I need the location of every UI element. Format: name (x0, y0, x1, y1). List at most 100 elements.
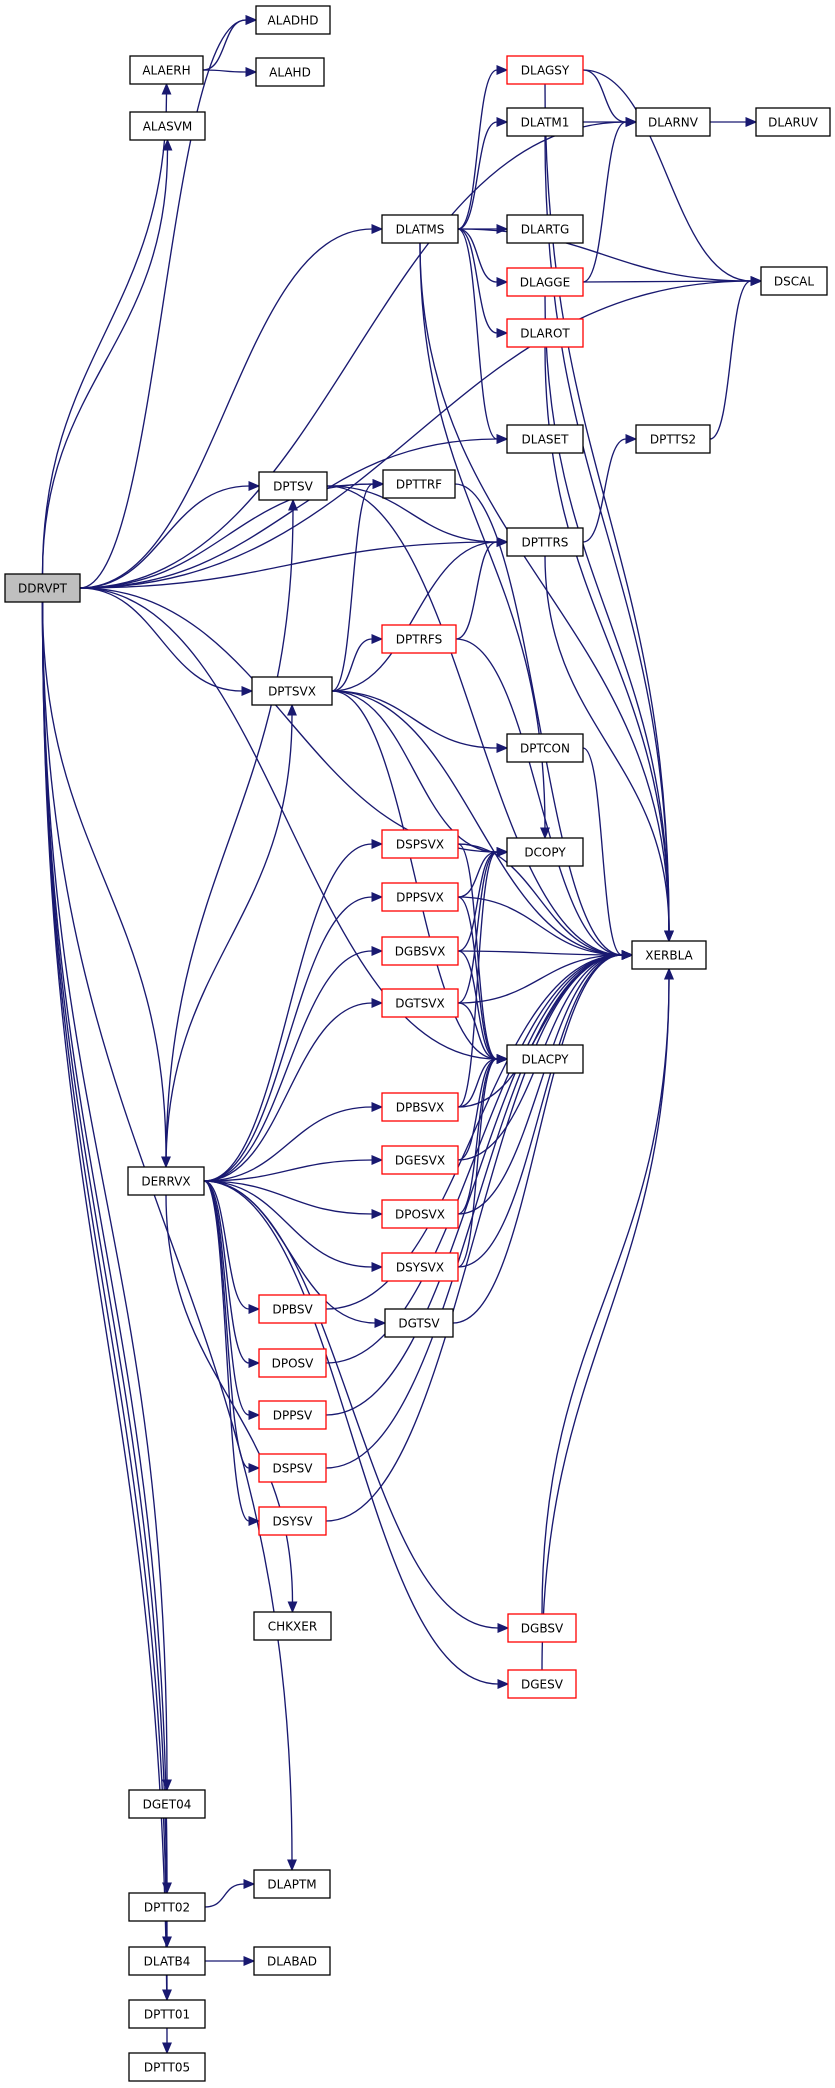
edge-line (331, 541, 498, 692)
node-dget04[interactable]: DGET04 (128, 1789, 206, 1819)
node-dgesv[interactable]: DGESV (507, 1669, 577, 1699)
node-dlacpy[interactable]: DLACPY (506, 1044, 584, 1074)
node-alasvm[interactable]: ALASVM (129, 111, 206, 141)
node-dposvx[interactable]: DPOSVX (381, 1199, 459, 1229)
arrowhead (496, 537, 509, 547)
node-box (258, 1294, 327, 1324)
node-dgtsv[interactable]: DGTSV (384, 1308, 454, 1338)
arrowhead (371, 1155, 384, 1165)
node-dspsv[interactable]: DSPSV (258, 1453, 327, 1483)
arrowhead (245, 67, 258, 77)
edge-line (419, 242, 670, 932)
node-dlarnv[interactable]: DLARNV (635, 107, 711, 137)
node-dlatb4[interactable]: DLATB4 (128, 1946, 206, 1976)
node-dlabad[interactable]: DLABAD (253, 1946, 331, 1976)
edge-line (457, 950, 623, 956)
node-box (128, 2052, 206, 2082)
node-dgbsvx[interactable]: DGBSVX (381, 936, 459, 966)
node-dlagge[interactable]: DLAGGE (506, 267, 584, 297)
node-dpttrs[interactable]: DPTTRS (506, 527, 584, 557)
node-dpbsvx[interactable]: DPBSVX (381, 1092, 459, 1122)
node-box (381, 1252, 459, 1282)
node-dptsv[interactable]: DPTSV (258, 471, 328, 501)
edge-ddrvpt-to-alasvm (41, 138, 173, 575)
node-xerbla[interactable]: XERBLA (631, 940, 707, 970)
arrowhead (371, 1209, 384, 1219)
node-dppsvx[interactable]: DPPSVX (381, 882, 459, 912)
node-aladhd[interactable]: ALADHD (255, 5, 331, 35)
node-derrvx[interactable]: DERRVX (127, 1166, 205, 1196)
node-dppsv[interactable]: DPPSV (258, 1400, 327, 1430)
node-dptcon[interactable]: DPTCON (506, 733, 584, 763)
edge-dlarnv-to-dlaruv (710, 117, 758, 127)
node-box (381, 882, 459, 912)
node-alaerh[interactable]: ALAERH (129, 55, 204, 85)
edge-line (165, 1194, 294, 1603)
arrowhead (664, 967, 674, 980)
edge-dlatms-to-dlagsy (457, 65, 509, 230)
node-label: DLAPTM (267, 1878, 316, 1892)
arrowhead (372, 479, 385, 489)
node-box (381, 988, 459, 1018)
arrowhead (371, 946, 384, 956)
node-dlaset[interactable]: DLASET (506, 424, 584, 454)
node-alahd[interactable]: ALAHD (255, 57, 325, 87)
node-dptt01[interactable]: DPTT01 (128, 1999, 206, 2029)
node-label: DCOPY (524, 846, 566, 860)
node-dptt05[interactable]: DPTT05 (128, 2052, 206, 2082)
arrowhead (496, 65, 509, 75)
edge-line (326, 485, 498, 543)
node-dgtsvx[interactable]: DGTSVX (381, 988, 459, 1018)
edge-derrvx-to-dposv (203, 1180, 261, 1368)
edge-derrvx-to-dptsvx (165, 703, 297, 1168)
node-box (128, 1789, 206, 1819)
node-dlatms[interactable]: DLATMS (381, 214, 459, 244)
node-dptrfs[interactable]: DPTRFS (381, 624, 457, 654)
node-dptt02[interactable]: DPTT02 (128, 1892, 206, 1922)
node-dlarot[interactable]: DLAROT (506, 318, 584, 348)
node-dlatm1[interactable]: DLATM1 (506, 107, 584, 137)
node-dsysvx[interactable]: DSYSVX (381, 1252, 459, 1282)
edge-derrvx-to-dppsv (203, 1180, 261, 1420)
node-dgesvx[interactable]: DGESVX (381, 1145, 459, 1175)
edge-line (326, 485, 623, 956)
node-dscal[interactable]: DSCAL (760, 266, 828, 296)
node-label: DSCAL (774, 275, 814, 289)
node-label: DPTTS2 (650, 433, 696, 447)
node-dlagsy[interactable]: DLAGSY (506, 55, 584, 85)
edge-line (41, 601, 167, 1158)
node-dspsvx[interactable]: DSPSVX (381, 829, 459, 859)
arrowhead (248, 481, 261, 491)
arrowhead (248, 1358, 261, 1368)
edge-line (541, 978, 670, 1671)
node-dptts2[interactable]: DPTTS2 (635, 424, 711, 454)
node-label: DPBSV (272, 1303, 313, 1317)
node-label: ALAERH (142, 64, 190, 78)
node-box (251, 676, 333, 706)
edge-dlatms-to-dlagge (457, 228, 509, 287)
node-label: DLATB4 (144, 1955, 191, 1969)
edge-ddrvpt-to-dget04 (41, 601, 172, 1792)
arrowhead (287, 1601, 298, 1614)
node-dlaruv[interactable]: DLARUV (755, 107, 831, 137)
node-dgbsv[interactable]: DGBSV (507, 1613, 577, 1643)
edge-line (41, 601, 168, 1781)
node-dsysv[interactable]: DSYSV (258, 1506, 327, 1536)
node-label: DLATM1 (521, 116, 570, 130)
node-chkxer[interactable]: CHKXER (253, 1611, 332, 1641)
node-dpbsv[interactable]: DPBSV (258, 1294, 327, 1324)
node-label: DPTT05 (144, 2061, 190, 2075)
node-dlartg[interactable]: DLARTG (506, 214, 584, 244)
node-dptsvx[interactable]: DPTSVX (251, 676, 333, 706)
arrowhead (625, 434, 638, 444)
node-label: DLAGSY (521, 64, 570, 78)
node-dposv[interactable]: DPOSV (258, 1348, 327, 1378)
node-dpttrf[interactable]: DPTTRF (382, 469, 456, 499)
edge-line (455, 638, 623, 956)
edge-derrvx-to-dgbsv (203, 1180, 510, 1633)
node-dcopy[interactable]: DCOPY (506, 837, 584, 867)
node-dlaptm[interactable]: DLAPTM (253, 1869, 331, 1899)
node-label: DERRVX (141, 1175, 190, 1189)
edge-line (541, 978, 670, 1615)
